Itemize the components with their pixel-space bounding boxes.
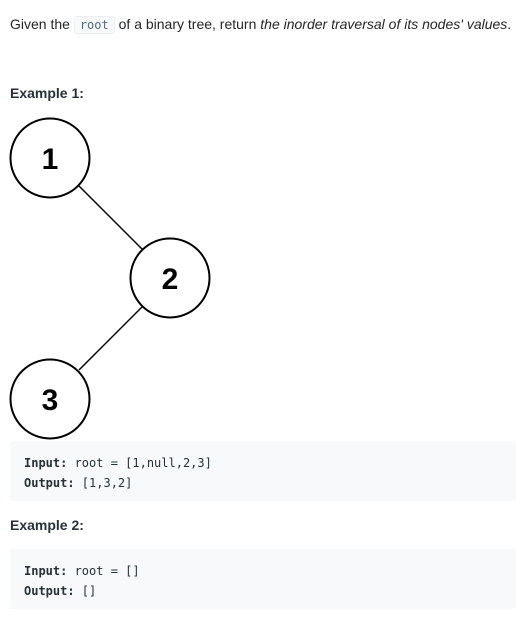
output-value: [1,3,2] xyxy=(74,476,133,490)
output-label: Output: xyxy=(24,584,75,598)
example-2-input-line: Input: root = [] xyxy=(24,561,502,581)
tree-node-1: 1 xyxy=(9,117,91,199)
problem-description: Given the root of a binary tree, return … xyxy=(10,14,511,35)
input-label: Input: xyxy=(24,456,68,470)
inline-code-root: root xyxy=(73,16,115,34)
tree-node-3: 3 xyxy=(9,358,91,440)
example-1-heading: Example 1: xyxy=(10,85,84,101)
input-label: Input: xyxy=(24,564,68,578)
example-1-code-block: Input: root = [1,null,2,3] Output: [1,3,… xyxy=(10,441,516,501)
input-value: root = [1,null,2,3] xyxy=(67,456,212,470)
example-2-heading: Example 2: xyxy=(10,517,84,533)
tree-edge-2-3 xyxy=(78,306,143,371)
example-2-output-line: Output: [] xyxy=(24,581,502,601)
input-value: root = [] xyxy=(67,564,140,578)
output-value: [] xyxy=(74,584,97,598)
description-suffix: . xyxy=(507,16,512,32)
example-1-input-line: Input: root = [1,null,2,3] xyxy=(24,453,502,473)
tree-node-3-label: 3 xyxy=(42,384,59,417)
output-label: Output: xyxy=(24,476,75,490)
example-2-code-block: Input: root = [] Output: [] xyxy=(10,549,516,609)
tree-node-1-label: 1 xyxy=(42,143,59,176)
tree-edge-1-2 xyxy=(78,185,143,250)
description-middle: of a binary tree, return xyxy=(114,16,261,32)
binary-tree-diagram: 1 2 3 xyxy=(9,117,211,440)
example-1-output-line: Output: [1,3,2] xyxy=(24,473,502,493)
tree-node-2-label: 2 xyxy=(162,263,179,296)
tree-node-2: 2 xyxy=(129,237,211,319)
description-emphasis: the inorder traversal of its nodes' valu… xyxy=(260,16,508,32)
description-prefix: Given the xyxy=(10,16,74,32)
